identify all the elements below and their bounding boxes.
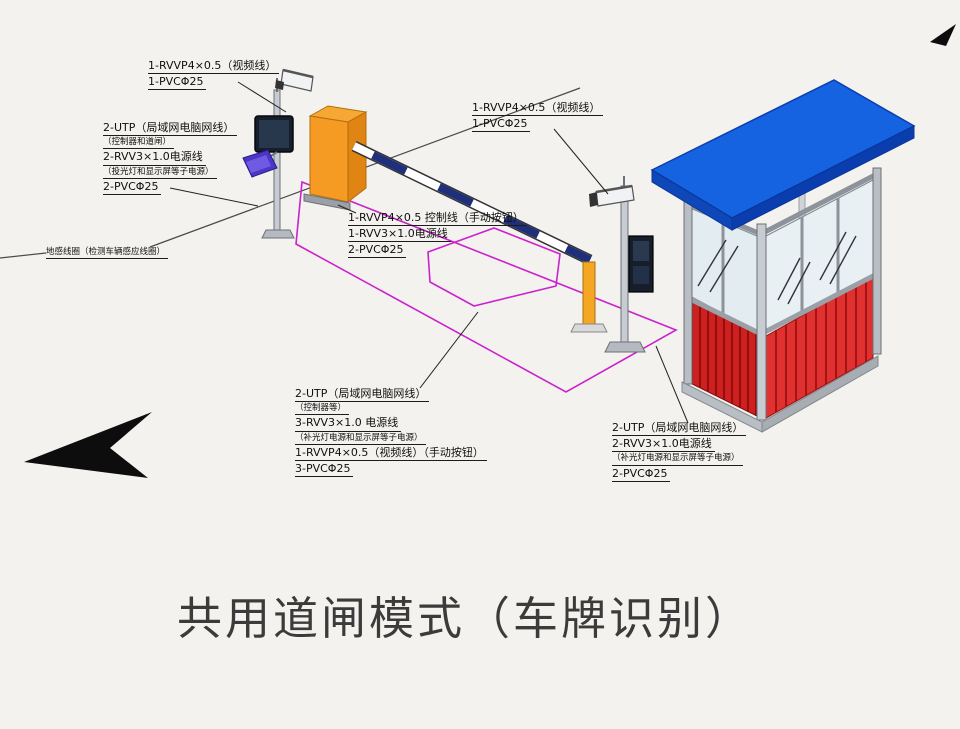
- camera-pole-1: [242, 68, 314, 239]
- cable-note: 地感线圈（检测车辆感应线圈）: [46, 247, 169, 260]
- north-arrow-icon: [24, 412, 152, 478]
- cable-spec: 1-PVCΦ25: [472, 118, 531, 133]
- cable-spec: 1-RVVP4×0.5（视频线）（手动按钮）: [295, 446, 487, 461]
- ground-loop: [427, 227, 561, 307]
- label-entry-cables: 2-UTP（局域网电脑网线） （控制器和道闸） 2-RVV3×1.0电源线 （投…: [103, 121, 238, 197]
- guard-booth: [650, 79, 916, 433]
- lane-outline: [295, 180, 678, 393]
- cable-spec: 1-RVVP4×0.5（视频线）: [472, 101, 604, 117]
- led-display: [254, 115, 294, 153]
- camera-2-icon: [589, 184, 635, 207]
- cable-spec: 1-RVV3×1.0电源线: [348, 228, 451, 243]
- floodlight-icon: [242, 149, 278, 178]
- cable-spec: 2-UTP（局域网电脑网线）: [612, 421, 747, 437]
- label-camera1-cables: 1-RVVP4×0.5（视频线） 1-PVCΦ25: [148, 59, 280, 92]
- cable-note: （控制器和道闸）: [103, 137, 175, 150]
- label-booth-cables: 2-UTP（局域网电脑网线） 2-RVV3×1.0电源线 （补光灯电源和显示屏等…: [612, 421, 747, 484]
- boom-support-post: [570, 261, 608, 333]
- cable-note: （补光灯电源和显示屏等子电源）: [612, 453, 743, 466]
- cable-spec: 2-PVCΦ25: [348, 244, 407, 259]
- cursor-arrow-icon: [930, 24, 956, 46]
- cable-note: （补光灯电源和显示屏等子电源）: [295, 433, 426, 445]
- camera-pole-2: [589, 176, 654, 353]
- barrier-boom: [351, 141, 593, 265]
- cable-note: （控制器等）: [295, 403, 350, 416]
- label-ground-loop: 地感线圈（检测车辆感应线圈）: [46, 247, 169, 261]
- label-barrier-cables: 1-RVVP4×0.5 控制线（手动按钮） 1-RVV3×1.0电源线 2-PV…: [348, 211, 527, 260]
- cable-spec: 3-PVCΦ25: [295, 462, 354, 478]
- cable-spec: 2-PVCΦ25: [612, 467, 671, 482]
- cable-spec: 2-RVV3×1.0电源线: [103, 151, 206, 166]
- cable-spec: 1-RVVP4×0.5 控制线（手动按钮）: [348, 211, 527, 227]
- cable-spec: 1-PVCΦ25: [148, 76, 207, 91]
- cable-spec: 2-RVV3×1.0电源线: [612, 438, 715, 453]
- leader-lines: [169, 81, 689, 424]
- booth-roof: [650, 79, 916, 231]
- cable-spec: 3-RVV3×1.0 电源线: [295, 417, 402, 432]
- booth-window-right: [765, 179, 874, 333]
- barrier-machine: [303, 105, 368, 211]
- cable-spec: 2-UTP（局域网电脑网线）: [295, 387, 430, 403]
- label-camera2-cables: 1-RVVP4×0.5（视频线） 1-PVCΦ25: [472, 101, 604, 134]
- controller-box: [628, 235, 654, 293]
- label-lane-cables: 2-UTP（局域网电脑网线） （控制器等） 3-RVV3×1.0 电源线 （补光…: [295, 387, 487, 479]
- cable-spec: 2-UTP（局域网电脑网线）: [103, 121, 238, 137]
- camera-1-icon: [275, 68, 314, 92]
- diagram-title: 共用道闸模式（车牌识别）: [176, 592, 753, 645]
- cable-note: （投光灯和显示屏等子电源）: [103, 167, 217, 179]
- cable-spec: 2-PVCΦ25: [103, 180, 162, 195]
- cable-spec: 1-RVVP4×0.5（视频线）: [148, 59, 280, 75]
